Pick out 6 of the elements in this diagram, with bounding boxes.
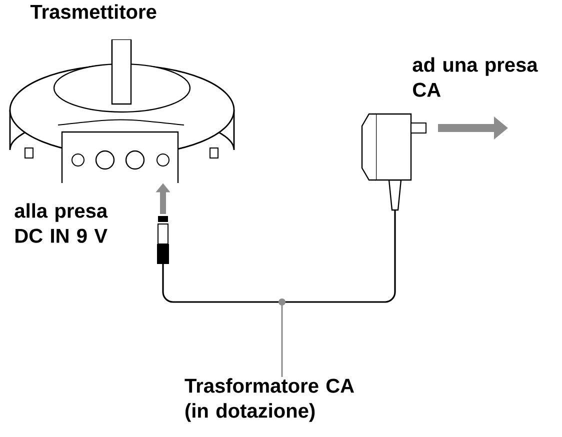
leader-line [278, 298, 286, 377]
callout-label: ad una presa CA [412, 57, 538, 97]
part-label: Trasformatore CA (in dotazione) [184, 378, 354, 422]
transmitter-drawing [9, 39, 235, 184]
device-label: Trasmettitore [30, 4, 156, 19]
callout-label: alla presa DC IN 9 V [14, 203, 108, 243]
